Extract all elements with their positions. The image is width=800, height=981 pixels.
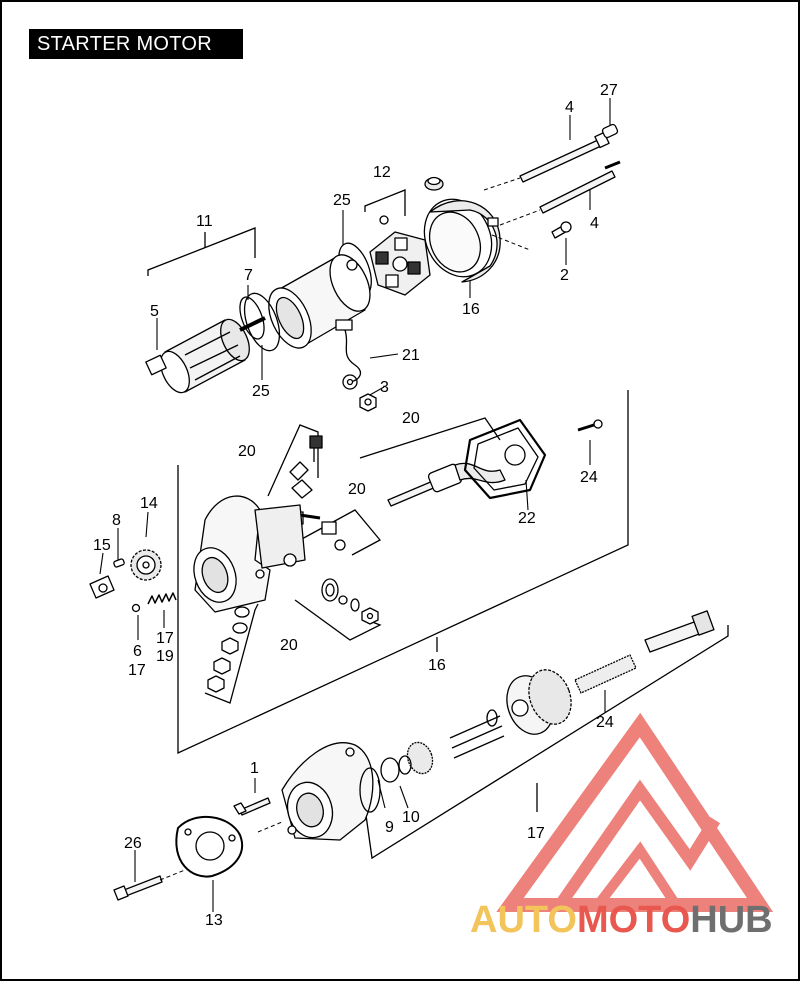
callout-19: 19 <box>156 648 174 665</box>
callout-20-bottom: 20 <box>280 637 298 654</box>
screw-23 <box>577 419 603 432</box>
callout-12: 11 <box>196 213 213 230</box>
armature <box>145 316 266 394</box>
callout-4-upper: 4 <box>565 99 574 116</box>
callout-14: 14 <box>140 495 158 512</box>
brush-parts-upper <box>289 435 323 499</box>
callout-22: 22 <box>518 510 536 527</box>
pinion-gear <box>380 741 434 783</box>
callout-10: 10 <box>402 809 420 826</box>
grommet <box>424 176 444 191</box>
callout-6: 6 <box>133 643 142 660</box>
callout-17-b: 17 <box>128 662 146 679</box>
callout-7: 7 <box>244 267 253 284</box>
callout-16: 16 <box>428 657 446 674</box>
callout-3: 3 <box>380 379 389 396</box>
parts <box>89 123 715 901</box>
callout-25-upper: 25 <box>333 192 351 209</box>
drive-shaft <box>574 610 715 694</box>
callout-26: 26 <box>124 835 142 852</box>
screw-2 <box>551 221 572 239</box>
watermark-logo <box>496 712 774 912</box>
nut-3 <box>359 393 377 412</box>
callout-18: 16 <box>462 301 480 318</box>
callout-2: 2 <box>560 267 569 284</box>
bolt-26 <box>113 875 163 901</box>
leader-lines <box>99 98 611 912</box>
callout-15: 15 <box>93 537 111 554</box>
watermark-auto: AUTO <box>470 899 577 941</box>
callout-9: 9 <box>385 819 394 836</box>
housing-seal <box>359 767 381 813</box>
callout-25-lower: 25 <box>252 383 270 400</box>
overrunning-clutch <box>506 669 572 735</box>
left-washers <box>207 606 250 693</box>
starter-housing <box>193 495 306 613</box>
watermark-hub: HUB <box>690 899 772 941</box>
callout-4-lower: 4 <box>590 215 599 232</box>
brush-holder <box>369 215 431 296</box>
callout-11: 13 <box>205 912 223 929</box>
through-bolt-lower <box>539 160 621 214</box>
bolt-cap <box>601 123 619 139</box>
callout-5: 5 <box>150 303 159 320</box>
callout-20-left-top: 20 <box>238 443 256 460</box>
bolt-1 <box>233 797 271 816</box>
field-lead <box>342 329 362 390</box>
callout-27: 27 <box>600 82 618 99</box>
ball-6 <box>131 603 141 613</box>
callout-1: 1 <box>250 760 259 777</box>
lower-washers <box>321 578 379 625</box>
drive-housing <box>281 742 374 841</box>
watermark-moto: MOTO <box>577 899 690 941</box>
callout-21: 21 <box>402 347 420 364</box>
bearing <box>89 575 115 599</box>
callout-17-a: 17 <box>156 630 174 647</box>
field-frame <box>268 254 371 349</box>
gasket-11 <box>175 815 243 878</box>
shim-7 <box>239 296 265 340</box>
end-cover <box>423 198 501 283</box>
drive-spring <box>449 709 505 759</box>
idler-gear <box>130 549 162 581</box>
callout-24: 24 <box>596 714 614 731</box>
callout-labels: 4 27 12 25 11 4 2 7 16 5 21 3 25 20 20 2… <box>93 82 618 929</box>
callout-23: 24 <box>580 469 598 486</box>
callout-13: 12 <box>373 164 391 181</box>
callout-17-c: 17 <box>527 825 545 842</box>
watermark-text: AUTOMOTOHUB <box>470 899 773 941</box>
solenoid-plunger <box>387 462 506 507</box>
solenoid-gasket <box>463 418 547 500</box>
page-title: STARTER MOTOR <box>29 29 243 59</box>
idler-shaft <box>113 558 125 568</box>
assembly-brackets <box>147 189 729 860</box>
callout-20-top: 20 <box>402 410 420 427</box>
through-bolt-upper <box>519 131 610 183</box>
callout-8: 8 <box>112 512 121 529</box>
spring-19 <box>147 592 177 605</box>
callout-20-mid: 20 <box>348 481 366 498</box>
assembly-guides <box>159 177 541 881</box>
